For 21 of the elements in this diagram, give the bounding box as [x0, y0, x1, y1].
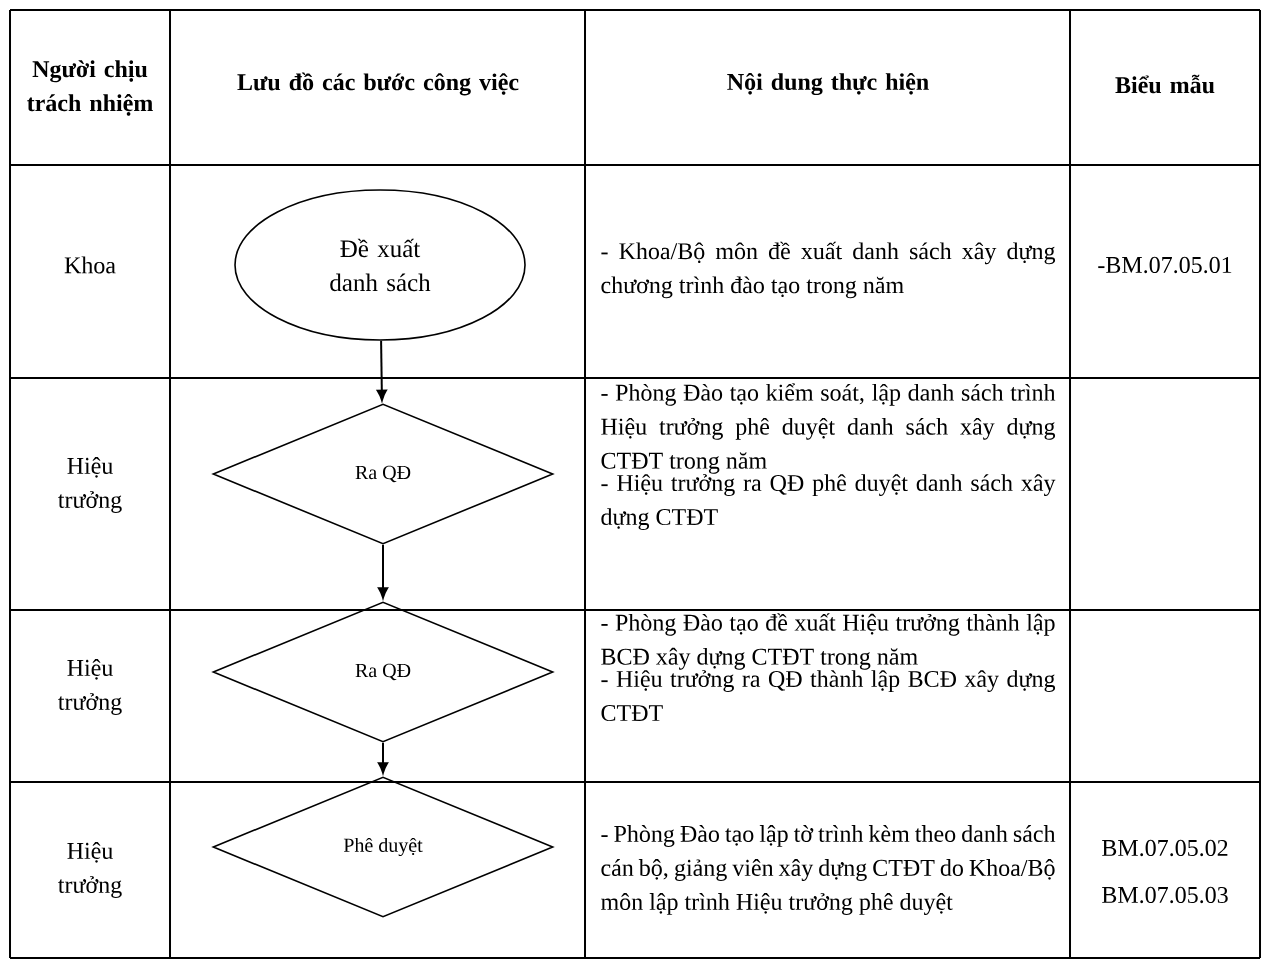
arrow — [376, 339, 387, 401]
form-code: BM.07.05.03 — [1102, 886, 1228, 904]
column-header: Biểu mẫu — [1115, 74, 1215, 94]
description-text: - Phòng Đào tạo đề xuất Hiệu trưởng thành lập BCĐ xây dựng CTĐT trong năm — [601, 613, 1055, 670]
role-label: Khoa — [64, 256, 116, 274]
role-label: Hiệu trưởng — [58, 457, 122, 513]
arrow — [377, 543, 389, 599]
column-header: Lưu đồ các bước công việc — [237, 72, 519, 96]
description-text: - Phòng Đào tạo kiểm soát, lập danh sách trình Hiệu trưởng phê duyệt danh sách xây dựng CTĐT trong năm — [601, 383, 1056, 474]
description-text: - Hiệu trưởng ra QĐ thành lập BCĐ xây dựng CTĐT — [601, 670, 1056, 722]
column-header: Người chịu trách nhiệm — [27, 60, 153, 116]
role-label: Hiệu trưởng — [58, 842, 122, 898]
form-code: -BM.07.05.01 — [1098, 256, 1232, 274]
oval-node: Đề xuất danh sách — [234, 189, 526, 341]
form-code: BM.07.05.02 — [1102, 839, 1228, 857]
role-label: Hiệu trưởng — [58, 659, 122, 715]
description-text: - Hiệu trưởng ra QĐ phê duyệt danh sách xây dựng CTĐT — [601, 474, 1056, 531]
description-text: - Khoa/Bộ môn đề xuất danh sách xây dựng chương trình đào tạo trong năm — [601, 241, 1056, 299]
arrow — [377, 741, 389, 774]
column-header: Nội dung thực hiện — [727, 72, 929, 96]
description-text: - Phòng Đào tạo lập tờ trình kèm theo danh sách cán bộ, giảng viên xây dựng CTĐT do Khoa/Bộ môn lập trình Hiệu trưởng phê duyệt — [601, 825, 1056, 915]
